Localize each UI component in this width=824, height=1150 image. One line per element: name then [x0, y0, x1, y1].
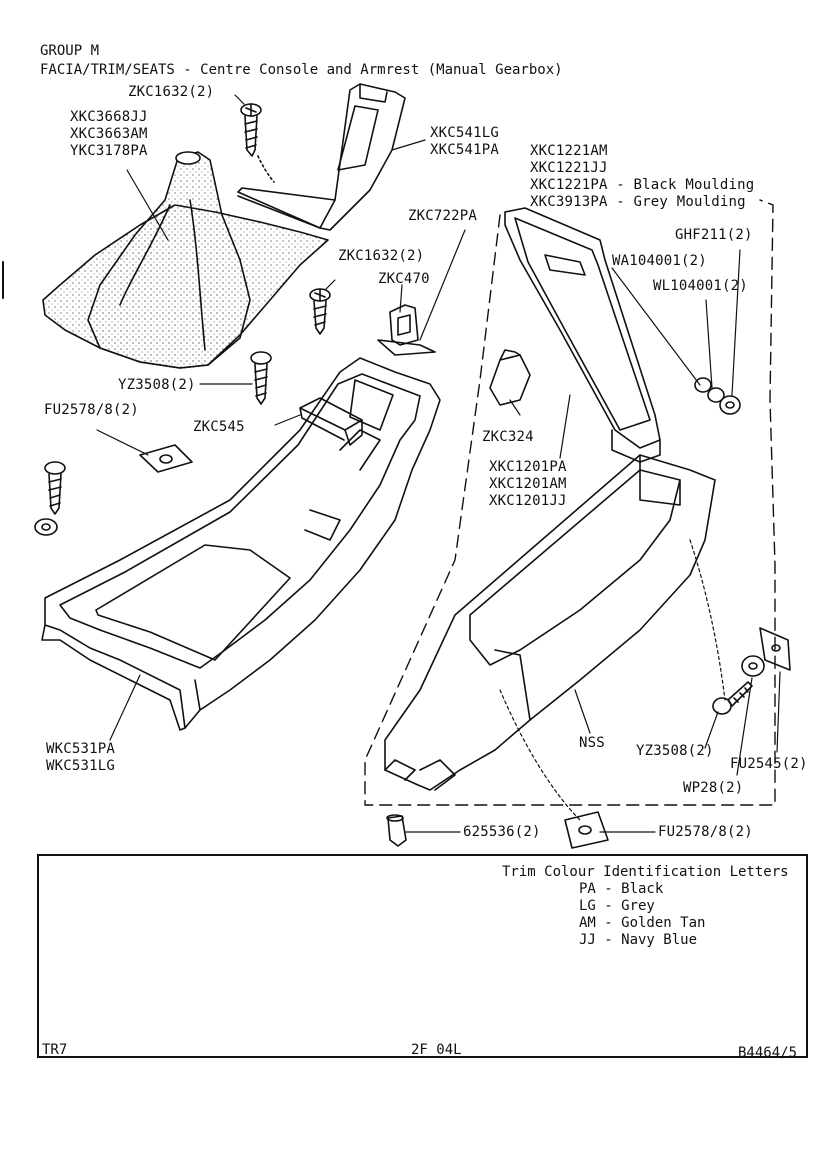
- gear-gaiter: [42, 151, 329, 369]
- spire-nut-fu2578-left: [139, 444, 193, 473]
- part-label-xkc1201: XKC1201PA XKC1201AM XKC1201JJ: [489, 459, 567, 509]
- clip-bracket-zkc470: [377, 304, 436, 356]
- part-label-yz3508-left: YZ3508(2): [118, 377, 196, 393]
- clip-625536: [386, 814, 407, 847]
- spire-nut-fu2578-bottom: [564, 811, 609, 849]
- legend-row: LG - Grey: [579, 898, 655, 914]
- armrest-box: [384, 454, 716, 791]
- part-label-625536: 625536(2): [463, 824, 541, 840]
- group-label: GROUP M: [40, 43, 100, 59]
- footer-ref: B4464/5: [738, 1045, 798, 1061]
- part-label-ghf211: GHF211(2): [675, 227, 753, 243]
- armrest-lid: [504, 207, 661, 463]
- part-label-wp28: WP28(2): [683, 780, 744, 796]
- part-label-nss: NSS: [579, 735, 605, 751]
- footer-page: 2F 04L: [411, 1042, 462, 1058]
- part-label-wkc531: WKC531PA WKC531LG: [46, 741, 116, 774]
- part-label-zkc324: ZKC324: [482, 429, 534, 445]
- gear-bezel-plate: [237, 83, 406, 231]
- part-label-xkc1221: XKC1221AM XKC1221JJ XKC1221PA - Black Mo…: [530, 143, 755, 210]
- part-label-fu2578-bottom: FU2578/8(2): [658, 824, 753, 840]
- bracket-zkc545: [299, 397, 363, 446]
- catch-zkc324: [489, 349, 531, 406]
- washer-wp28: [741, 655, 765, 677]
- part-label-wl104001: WL104001(2): [653, 278, 748, 294]
- spire-clip-fu2545: [759, 627, 791, 671]
- part-label-zkc722pa: ZKC722PA: [408, 208, 478, 224]
- legend-row: PA - Black: [579, 881, 664, 897]
- screw-yz3508-right: [712, 681, 753, 715]
- part-label-wa104001: WA104001(2): [612, 253, 707, 269]
- legend-title: Trim Colour Identification Letters: [502, 864, 789, 880]
- centre-console: [41, 357, 441, 731]
- armrest-group-outline: [364, 199, 776, 806]
- part-label-yz3508-right: YZ3508(2): [636, 743, 714, 759]
- screw-zkc1632-mid: [309, 288, 331, 335]
- legend-frame: [37, 854, 808, 1058]
- screw-left-front: [34, 461, 66, 536]
- footer-model: TR7: [42, 1042, 68, 1058]
- nut-washer-stack: [694, 377, 741, 415]
- part-label-fu2578-left: FU2578/8(2): [44, 402, 139, 418]
- page-title: FACIA/TRIM/SEATS - Centre Console and Ar…: [40, 62, 563, 78]
- legend-row: JJ - Navy Blue: [579, 932, 698, 948]
- part-label-gaiter: XKC3668JJ XKC3663AM YKC3178PA: [70, 109, 148, 159]
- part-label-fu2545: FU2545(2): [730, 756, 808, 772]
- trim-colour-legend: Trim Colour Identification Letters PA - …: [502, 864, 789, 949]
- part-label-zkc1632-mid: ZKC1632(2): [338, 248, 425, 264]
- screw-yz3508-left: [250, 351, 272, 405]
- part-label-xkc541: XKC541LG XKC541PA: [430, 125, 500, 158]
- screw-zkc1632-top: [240, 103, 275, 183]
- legend-row: AM - Golden Tan: [579, 915, 706, 931]
- part-label-zkc545: ZKC545: [193, 419, 245, 435]
- part-label-zkc1632-top: ZKC1632(2): [128, 84, 215, 100]
- part-label-zkc470: ZKC470: [378, 271, 430, 287]
